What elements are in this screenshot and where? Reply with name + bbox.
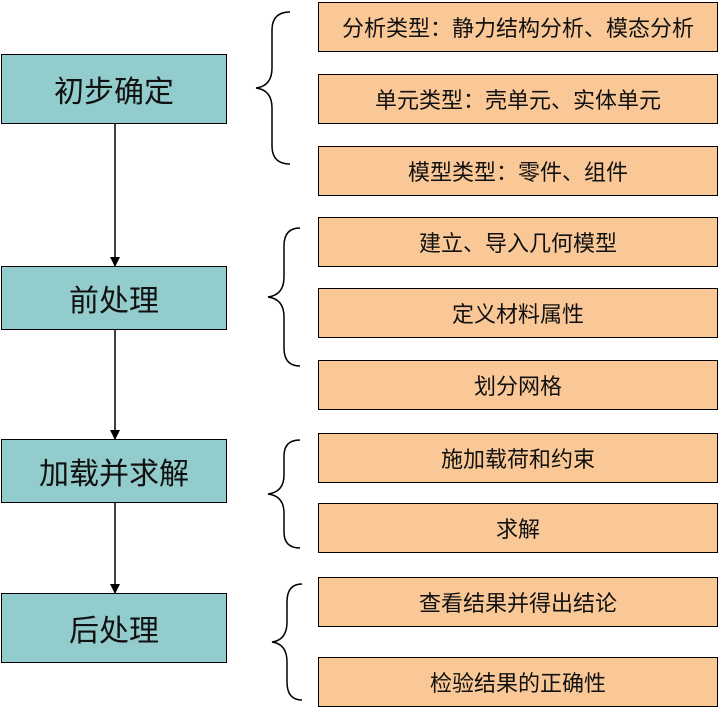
item-model-type: 模型类型：零件、组件 bbox=[318, 146, 718, 196]
item-element-type: 单元类型：壳单元、实体单元 bbox=[318, 74, 718, 124]
step-box-preprocess: 前处理 bbox=[1, 266, 227, 330]
item-mesh: 划分网格 bbox=[318, 360, 718, 410]
item-review-results: 查看结果并得出结论 bbox=[318, 577, 718, 627]
item-apply-loads: 施加载荷和约束 bbox=[318, 433, 718, 483]
item-solve: 求解 bbox=[318, 503, 718, 553]
brace-group-2 bbox=[267, 227, 301, 367]
step-box-postprocess: 后处理 bbox=[1, 593, 227, 663]
item-define-material: 定义材料属性 bbox=[318, 288, 718, 338]
item-build-geometry: 建立、导入几何模型 bbox=[318, 217, 718, 267]
step-box-load-solve: 加载并求解 bbox=[1, 439, 227, 503]
brace-group-3 bbox=[267, 439, 301, 549]
brace-group-4 bbox=[271, 583, 303, 701]
item-verify-results: 检验结果的正确性 bbox=[318, 657, 718, 707]
item-analysis-type: 分析类型：静力结构分析、模态分析 bbox=[318, 2, 718, 52]
brace-group-1 bbox=[255, 11, 291, 165]
step-box-initial: 初步确定 bbox=[1, 54, 227, 124]
